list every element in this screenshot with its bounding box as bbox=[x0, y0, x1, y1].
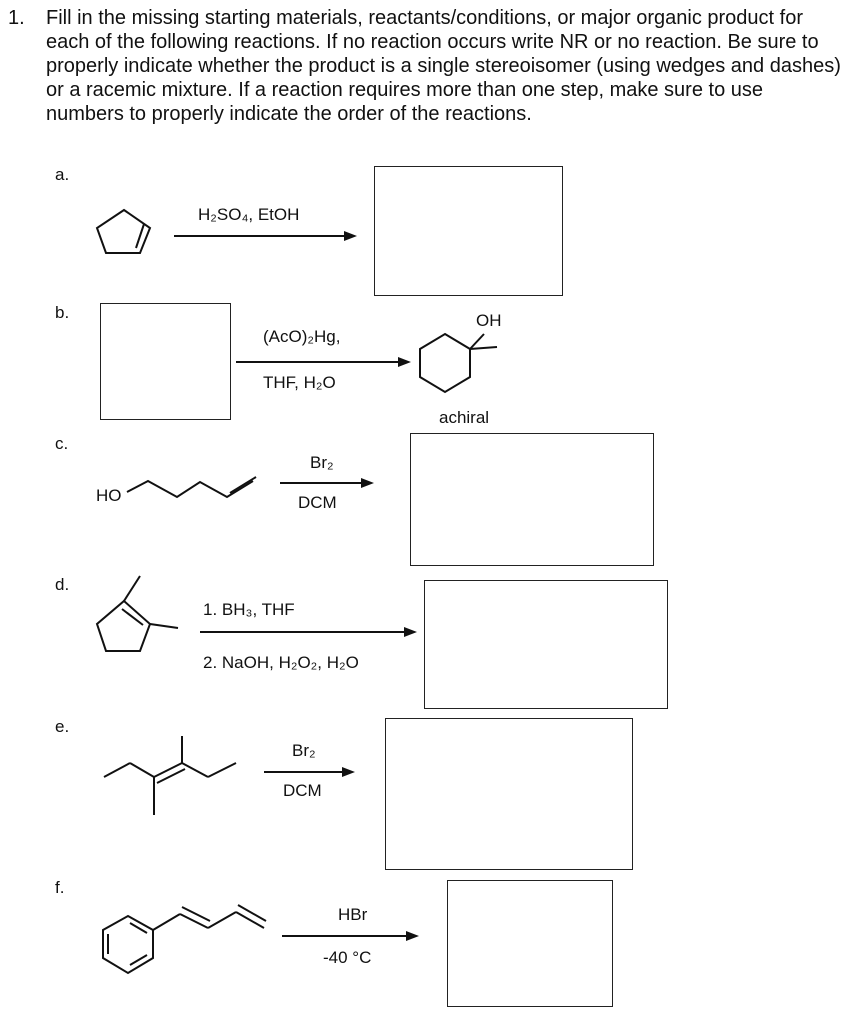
question-text: Fill in the missing starting materials, … bbox=[46, 7, 841, 125]
reagent-f-bottom: -40 °C bbox=[323, 948, 372, 967]
answer-box-a[interactable] bbox=[374, 166, 563, 296]
reaction-arrow-f bbox=[282, 931, 419, 941]
reagent-e-bottom: DCM bbox=[283, 781, 322, 800]
reagent-b-line1: (AcO)₂Hg, bbox=[263, 327, 341, 346]
tetrasubstituted-alkene-structure bbox=[103, 736, 237, 815]
reaction-arrow-b bbox=[236, 357, 411, 367]
part-c-label: c. bbox=[55, 434, 69, 453]
reagent-f-top: HBr bbox=[338, 905, 368, 924]
answer-box-e[interactable] bbox=[385, 718, 633, 870]
reaction-arrow-e bbox=[264, 767, 355, 777]
phenylbutadiene-structure bbox=[102, 904, 267, 975]
part-d-label: d. bbox=[55, 575, 70, 594]
substituent-c-ho: HO bbox=[96, 486, 122, 505]
answer-box-d[interactable] bbox=[424, 580, 668, 709]
reagent-c-top: Br₂ bbox=[310, 453, 334, 472]
reaction-arrow-a bbox=[174, 231, 357, 241]
answer-box-c[interactable] bbox=[410, 433, 654, 566]
reaction-arrow-d bbox=[200, 627, 417, 637]
answer-box-b[interactable] bbox=[100, 303, 231, 420]
pentenol-structure bbox=[126, 476, 257, 499]
reagent-a: H₂SO₄, EtOH bbox=[198, 205, 300, 224]
reaction-arrow-c bbox=[280, 478, 374, 488]
question-number: 1. bbox=[8, 7, 25, 29]
part-b-label: b. bbox=[55, 303, 70, 322]
reagent-d-step1: 1. BH₃, THF bbox=[203, 600, 295, 619]
reagent-b-line2: THF, H₂O bbox=[263, 373, 336, 392]
dimethylcyclopentene-structure bbox=[95, 575, 179, 652]
answer-box-f[interactable] bbox=[447, 880, 613, 1007]
part-f-label: f. bbox=[55, 878, 65, 897]
methylcyclohexanol-structure bbox=[419, 332, 498, 394]
product-b-note: achiral bbox=[439, 408, 490, 427]
product-b-oh: OH bbox=[476, 311, 502, 330]
reagent-d-step2: 2. NaOH, H₂O₂, H₂O bbox=[203, 653, 359, 672]
part-a-label: a. bbox=[55, 165, 70, 184]
part-e-label: e. bbox=[55, 717, 70, 736]
reagent-e-top: Br₂ bbox=[292, 741, 316, 760]
reagent-c-bottom: DCM bbox=[298, 493, 337, 512]
cyclopentene-structure bbox=[95, 208, 152, 254]
